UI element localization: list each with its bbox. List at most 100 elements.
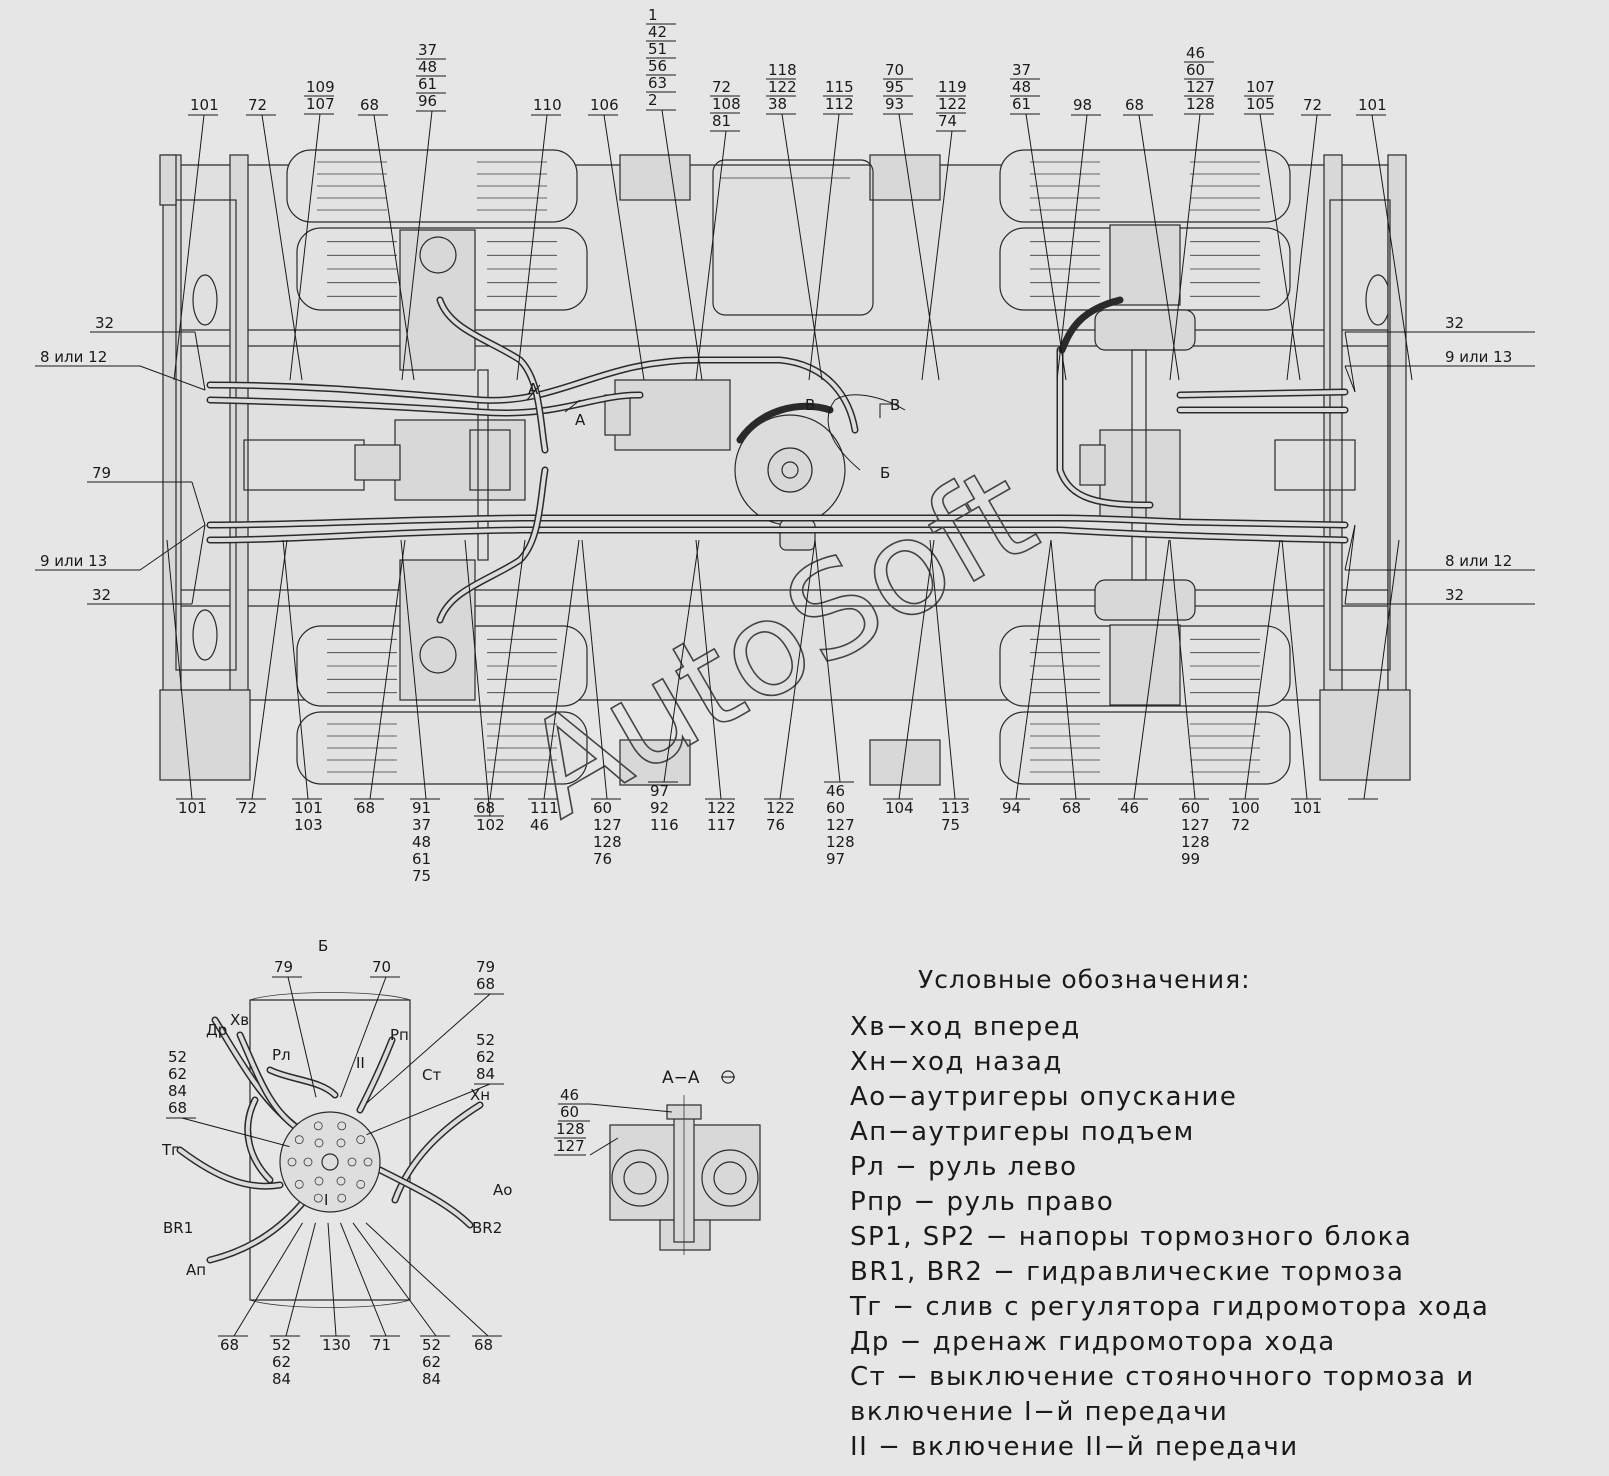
callout-top-36: 46 xyxy=(1186,44,1205,62)
callout-bottom-6: 37 xyxy=(412,816,431,834)
callout-top-34: 98 xyxy=(1073,96,1092,114)
hydraulic-hoses xyxy=(206,296,1349,624)
detail-b-callout-12: 52 xyxy=(272,1336,291,1354)
callout-bottom-17: 76 xyxy=(593,850,612,868)
port-br2: BR2 xyxy=(472,1219,502,1237)
callout-left-0: 32 xyxy=(95,314,114,332)
callout-top-11: 51 xyxy=(648,40,667,58)
callout-bottom-39: 99 xyxy=(1181,850,1200,868)
callout-top-22: 38 xyxy=(768,95,787,113)
callout-top-24: 112 xyxy=(825,95,854,113)
callout-top-29: 122 xyxy=(938,95,967,113)
callout-bottom-16: 128 xyxy=(593,833,622,851)
port-rp: Рп xyxy=(390,1026,409,1044)
detail-b-callout-4: 52 xyxy=(168,1048,187,1066)
callout-left-3: 9 или 13 xyxy=(40,552,107,570)
detail-b-callout-1: 70 xyxy=(372,958,391,976)
section-aa-callout-0: 46 xyxy=(560,1086,579,1104)
callout-bottom-12: 111 xyxy=(530,799,559,817)
callout-top-20: 118 xyxy=(768,61,797,79)
detail-b-callout-15: 130 xyxy=(322,1336,351,1354)
port-ii: II xyxy=(356,1054,365,1072)
legend-item-12: II − включение II−й передачи xyxy=(850,1432,1299,1462)
callout-top-35: 68 xyxy=(1125,96,1144,114)
callout-bottom-30: 104 xyxy=(885,799,914,817)
port-br1: ВR1 xyxy=(163,1219,193,1237)
callout-bottom-28: 128 xyxy=(826,833,855,851)
callout-bottom-42: 101 xyxy=(1293,799,1322,817)
legend-item-10: Ст − выключение стояночного тормоза и xyxy=(850,1362,1475,1392)
callout-bottom-3: 103 xyxy=(294,816,323,834)
callout-top-0: 101 xyxy=(190,96,219,114)
callout-top-26: 95 xyxy=(885,78,904,96)
callout-top-25: 70 xyxy=(885,61,904,79)
callout-bottom-11: 102 xyxy=(476,816,505,834)
detail-b-callout-8: 52 xyxy=(476,1031,495,1049)
callout-bottom-29: 97 xyxy=(826,850,845,868)
callout-bottom-9: 75 xyxy=(412,867,431,885)
legend-title: Условные обозначения: xyxy=(918,965,1251,994)
callout-top-42: 72 xyxy=(1303,96,1322,114)
callout-top-18: 108 xyxy=(712,95,741,113)
callout-top-19: 81 xyxy=(712,112,731,130)
callout-bottom-13: 46 xyxy=(530,816,549,834)
detail-b-title: Б xyxy=(318,937,328,955)
legend-item-3: Ап−аутригеры подъем xyxy=(850,1117,1195,1147)
callout-bottom-0: 101 xyxy=(178,799,207,817)
port-tg: Тг xyxy=(161,1141,179,1159)
callout-bottom-10: 68 xyxy=(476,799,495,817)
detail-b-callout-13: 62 xyxy=(272,1353,291,1371)
callout-bottom-40: 100 xyxy=(1231,799,1260,817)
callout-top-21: 122 xyxy=(768,78,797,96)
callout-right-3: 32 xyxy=(1445,586,1464,604)
legend-item-4: Рл − руль лево xyxy=(850,1152,1078,1182)
callout-top-27: 93 xyxy=(885,95,904,113)
callout-top-10: 42 xyxy=(648,23,667,41)
callout-top-32: 48 xyxy=(1012,78,1031,96)
legend-item-0: Хв−ход вперед xyxy=(850,1012,1081,1042)
callout-top-15: 110 xyxy=(533,96,562,114)
legend-item-6: SP1, SP2 − напоры тормозного блока xyxy=(850,1222,1412,1252)
callout-top-16: 106 xyxy=(590,96,619,114)
callout-bottom-21: 122 xyxy=(707,799,736,817)
callout-left-1: 8 или 12 xyxy=(40,348,107,366)
callout-top-30: 74 xyxy=(938,112,957,130)
detail-b-callout-7: 68 xyxy=(168,1099,187,1117)
callout-top-4: 68 xyxy=(360,96,379,114)
callout-bottom-25: 46 xyxy=(826,782,845,800)
callout-top-37: 60 xyxy=(1186,61,1205,79)
callout-left-4: 32 xyxy=(92,586,111,604)
legend-item-1: Хн−ход назад xyxy=(850,1047,1063,1077)
callout-top-7: 61 xyxy=(418,75,437,93)
callout-bottom-20: 116 xyxy=(650,816,679,834)
callout-top-17: 72 xyxy=(712,78,731,96)
callout-bottom-4: 68 xyxy=(356,799,375,817)
detail-b-callout-6: 84 xyxy=(168,1082,187,1100)
callout-bottom-27: 127 xyxy=(826,816,855,834)
callout-top-5: 37 xyxy=(418,41,437,59)
section-mark-a2: А xyxy=(575,411,586,429)
callout-bottom-36: 60 xyxy=(1181,799,1200,817)
detail-b-callout-5: 62 xyxy=(168,1065,187,1083)
legend-item-11: включение I−й передачи xyxy=(850,1397,1228,1427)
section-mark-a1: А xyxy=(528,380,539,398)
callout-left-2: 79 xyxy=(92,464,111,482)
detail-b-callout-3: 68 xyxy=(476,975,495,993)
callout-top-9: 1 xyxy=(648,6,658,24)
detail-b-callout-20: 68 xyxy=(474,1336,493,1354)
callout-bottom-15: 127 xyxy=(593,816,622,834)
callout-bottom-37: 127 xyxy=(1181,816,1210,834)
detail-b-callout-14: 84 xyxy=(272,1370,291,1388)
callout-top-12: 56 xyxy=(648,57,667,75)
legend: Условные обозначения: Хв−ход впередХн−хо… xyxy=(849,965,1488,1462)
detail-b-callout-10: 84 xyxy=(476,1065,495,1083)
callout-top-39: 128 xyxy=(1186,95,1215,113)
detail-b-callout-9: 62 xyxy=(476,1048,495,1066)
port-st: Ст xyxy=(422,1066,441,1084)
detail-b-callout-0: 79 xyxy=(274,958,293,976)
callout-bottom-24: 76 xyxy=(766,816,785,834)
callout-bottom-7: 48 xyxy=(412,833,431,851)
detail-b-callout-18: 62 xyxy=(422,1353,441,1371)
